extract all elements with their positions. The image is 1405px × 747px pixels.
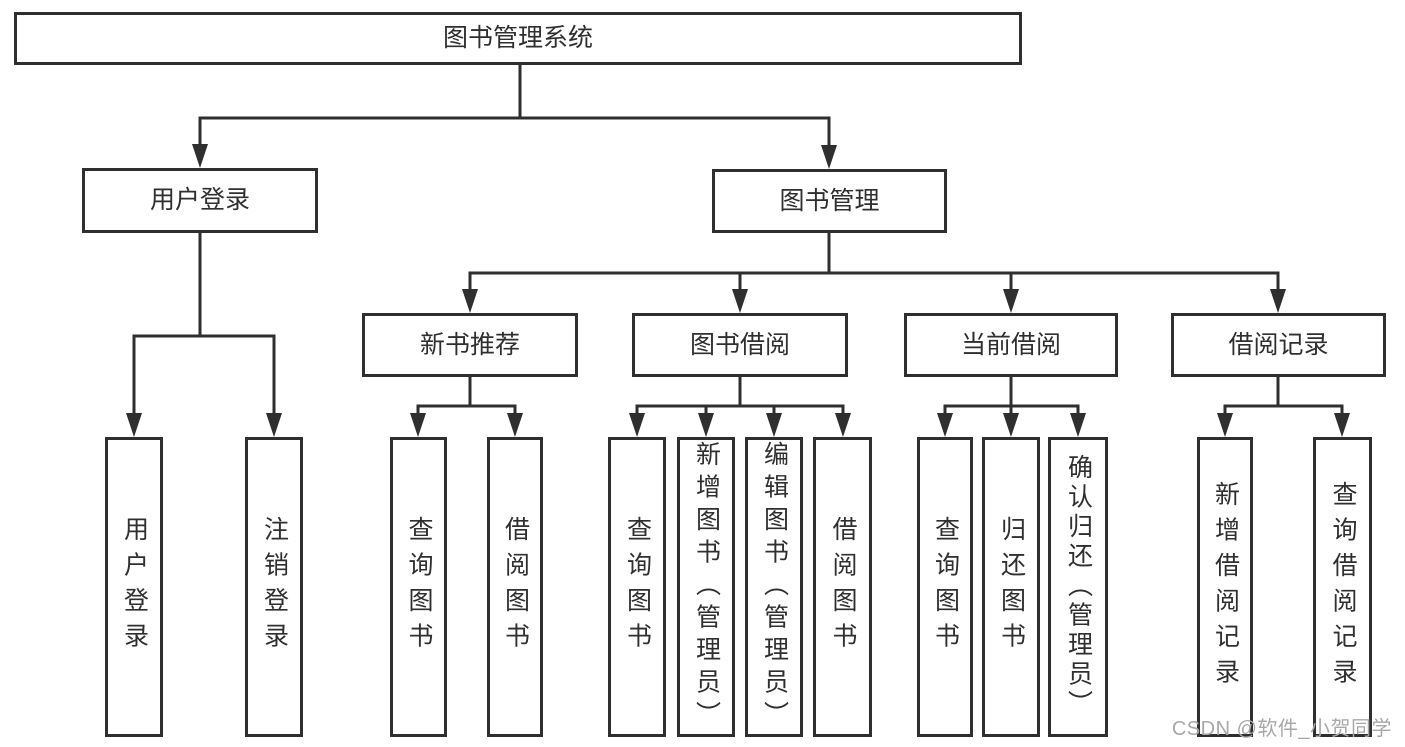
leaf-user-login: 用户登录 [105, 437, 163, 737]
node-label: 图书管理 [779, 186, 880, 215]
node-label: 查询图书 [623, 516, 652, 658]
wire-level2-bar [468, 271, 1280, 303]
leaf-borrow-books-borrowing: 借阅图书 [813, 437, 872, 737]
leaf-add-books-admin: 新增图书（管理员） [677, 437, 735, 737]
node-library-management-system: 图书管理系统 [14, 12, 1022, 65]
node-current-borrowing: 当前借阅 [904, 313, 1118, 377]
wire-userlogin-bar [132, 334, 276, 427]
node-label: 查询图书 [405, 516, 433, 658]
node-label: 图书借阅 [689, 330, 790, 359]
node-label: 借阅图书 [501, 516, 530, 658]
node-label: 归还图书 [997, 516, 1026, 658]
leaf-query-books-borrowing: 查询图书 [608, 437, 666, 737]
node-label: 借阅记录 [1228, 330, 1329, 359]
node-label: 查询图书 [931, 516, 960, 658]
node-user-login: 用户登录 [82, 168, 318, 233]
node-label: 注销登录 [260, 516, 289, 658]
arrowheads [126, 144, 1350, 437]
wire-level1-bar [198, 116, 831, 159]
leaf-add-borrow-record: 新增借阅记录 [1197, 437, 1253, 737]
node-borrowing-records: 借阅记录 [1171, 313, 1386, 377]
wire-newbook-bar [416, 404, 517, 427]
node-book-management: 图书管理 [712, 169, 947, 233]
node-label: 确认归还（管理员） [1064, 454, 1093, 720]
leaf-query-borrow-record: 查询借阅记录 [1313, 437, 1372, 737]
leaf-confirm-return-admin: 确认归还（管理员） [1048, 437, 1108, 737]
leaf-return-books: 归还图书 [982, 437, 1040, 737]
node-label: 编辑图书（管理员） [760, 440, 789, 734]
leaf-query-books-recommend: 查询图书 [390, 437, 447, 737]
wire-records-bar [1223, 404, 1344, 427]
node-label: 图书管理系统 [442, 24, 593, 52]
node-label: 查询借阅记录 [1329, 480, 1357, 694]
node-new-book-recommendation: 新书推荐 [362, 313, 578, 377]
node-label: 用户登录 [149, 186, 250, 214]
node-label: 当前借阅 [960, 330, 1061, 359]
node-label: 新书推荐 [419, 330, 520, 359]
leaf-edit-books-admin: 编辑图书（管理员） [745, 437, 803, 737]
node-book-borrowing: 图书借阅 [632, 313, 848, 377]
node-label: 新增借阅记录 [1211, 480, 1240, 694]
leaf-logout: 注销登录 [245, 437, 303, 737]
node-label: 新增图书（管理员） [692, 440, 721, 734]
watermark: CSDN @软件_小贺同学 [1171, 718, 1392, 740]
node-label: 借阅图书 [829, 516, 857, 658]
wire-borrowing-bar [635, 404, 845, 427]
leaf-query-books-current: 查询图书 [917, 437, 973, 737]
leaf-borrow-books-recommend: 借阅图书 [487, 437, 543, 737]
node-label: 用户登录 [120, 516, 149, 658]
